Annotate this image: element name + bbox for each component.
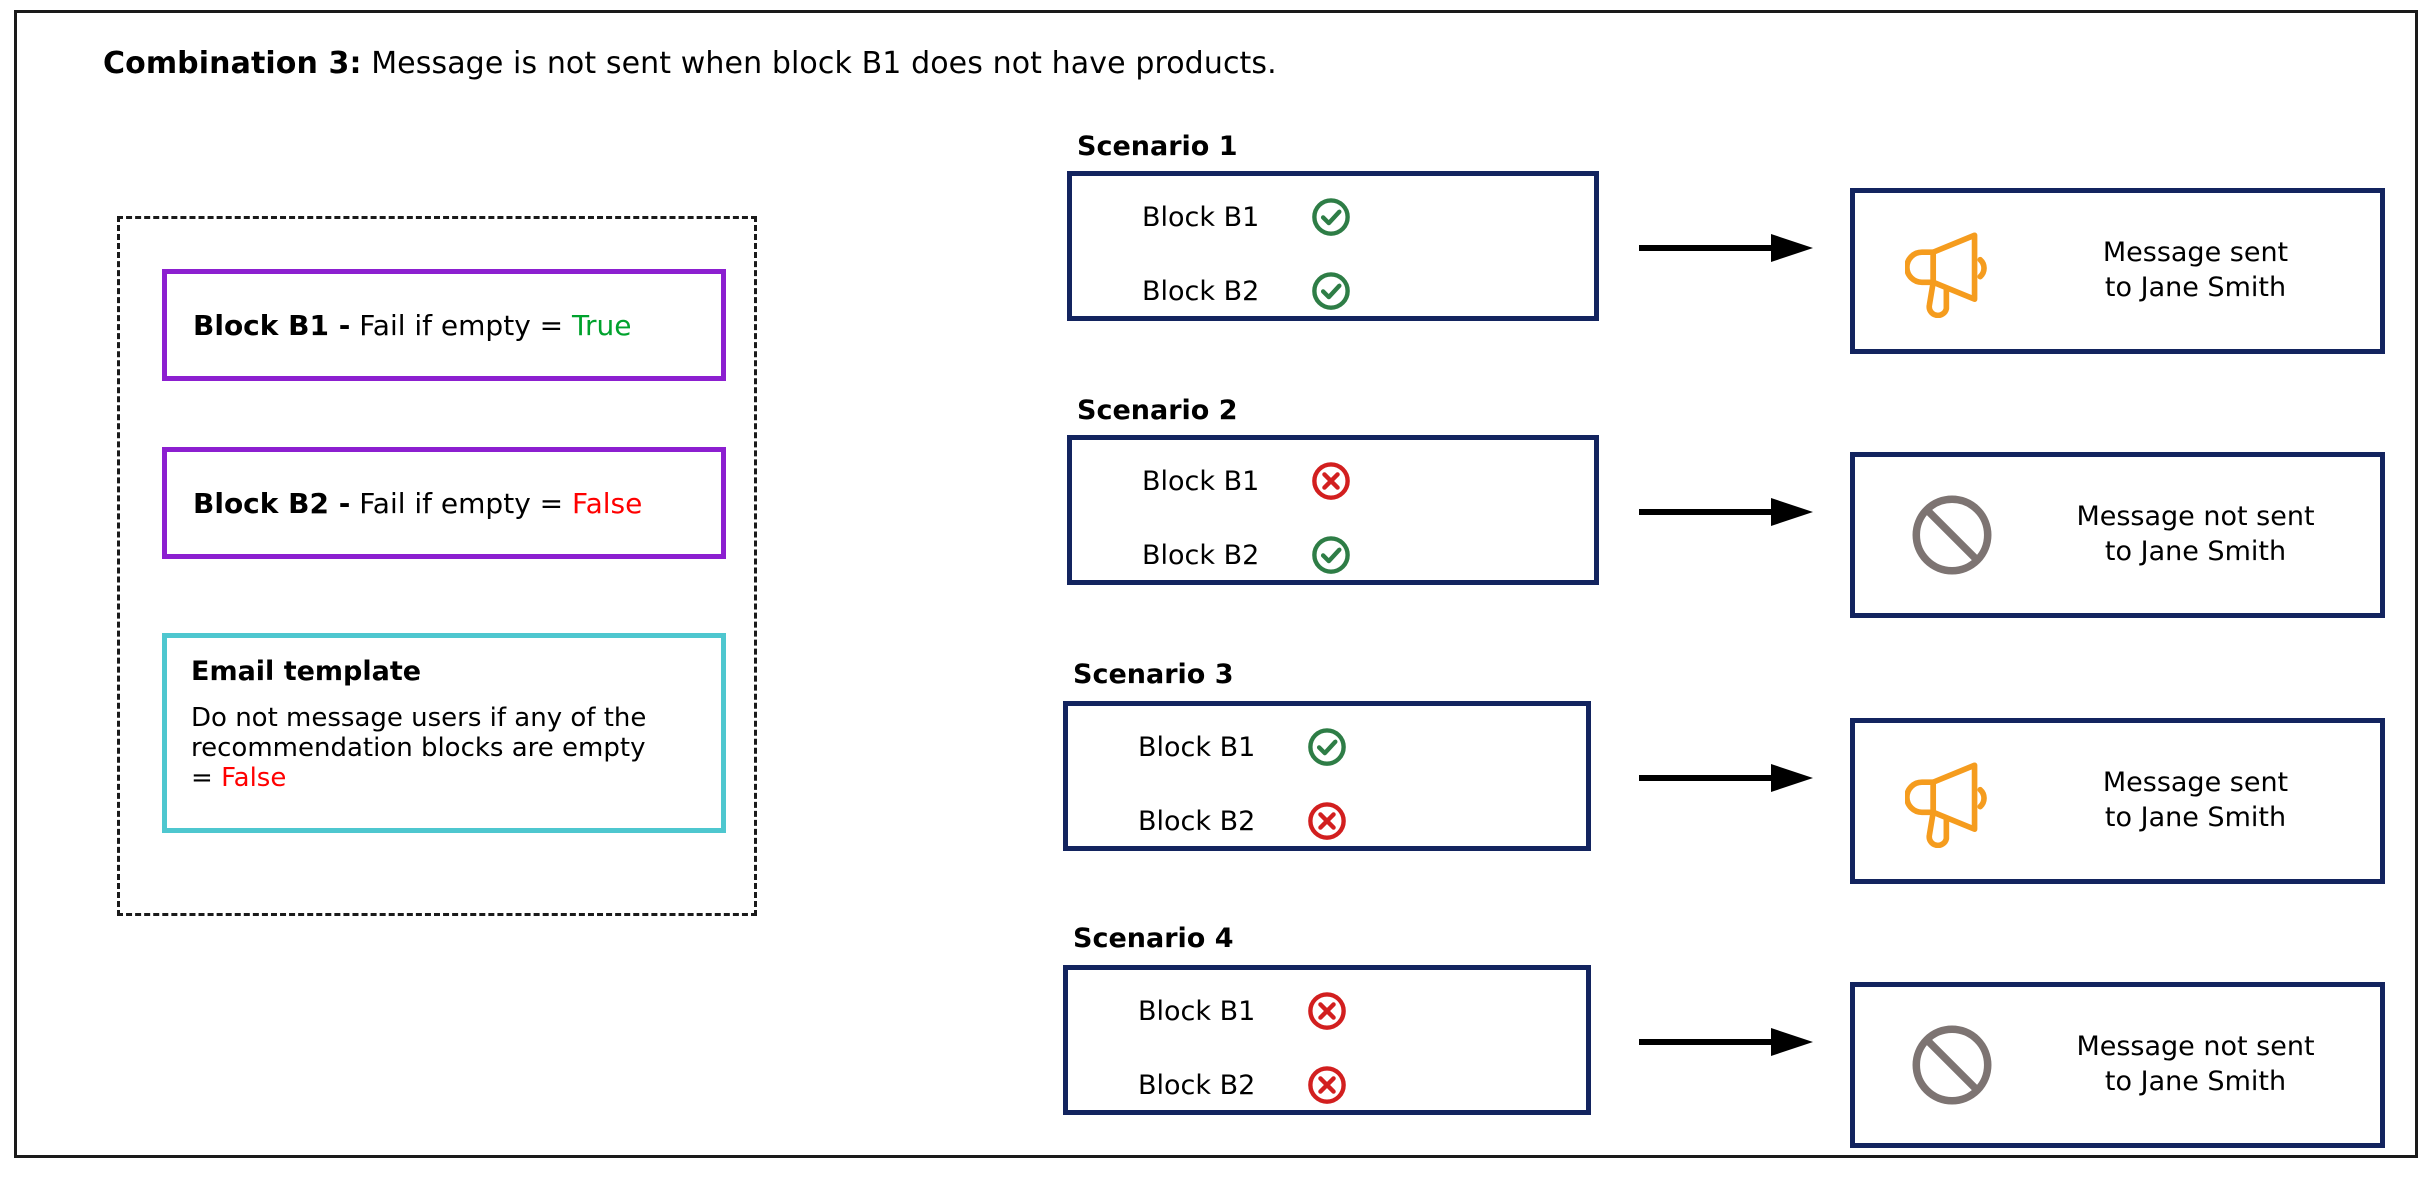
scenario-1-row-b2: Block B2 xyxy=(1142,270,1352,312)
scenario-box-2: Block B1 Block B2 xyxy=(1067,435,1599,585)
scenario-2-block-label-b1: Block B1 xyxy=(1142,465,1260,497)
scenario-4-block-label-b2: Block B2 xyxy=(1138,1069,1256,1101)
block-config-card-b1: Block B1 - Fail if empty = True xyxy=(162,269,726,381)
page-title: Combination 3: Message is not sent when … xyxy=(103,46,1277,81)
email-template-value: False xyxy=(221,763,287,794)
scenario-label-4: Scenario 4 xyxy=(1073,923,1234,954)
result-line2-3: to Jane Smith xyxy=(2104,802,2287,833)
scenario-label-3: Scenario 3 xyxy=(1073,659,1234,690)
block-config-setting-b1: Fail if empty = xyxy=(350,308,573,342)
block-config-value-b2: False xyxy=(572,486,643,520)
block-config-card-b2: Block B2 - Fail if empty = False xyxy=(162,447,726,559)
email-template-body-text: Do not message users if any of the recom… xyxy=(191,703,647,794)
arrow-right-icon xyxy=(1639,498,1813,526)
page-title-strong: Combination 3: xyxy=(103,46,362,81)
scenario-1-row-b1: Block B1 xyxy=(1142,196,1352,238)
scenario-box-1: Block B1 Block B2 xyxy=(1067,171,1599,321)
scenario-3-row-b1: Block B1 xyxy=(1138,726,1348,768)
cross-circle-icon xyxy=(1308,802,1346,840)
check-circle-icon xyxy=(1308,728,1346,766)
scenario-3-block-label-b2: Block B2 xyxy=(1138,805,1256,837)
page-title-rest: Message is not sent when block B1 does n… xyxy=(361,46,1277,81)
check-circle-icon xyxy=(1312,272,1350,310)
result-text-4: Message not sent to Jane Smith xyxy=(2035,1030,2380,1099)
block-config-name-b1: Block B1 - xyxy=(193,308,351,342)
result-line2-2: to Jane Smith xyxy=(2104,536,2287,567)
email-template-body: Do not message users if any of the recom… xyxy=(191,703,661,793)
result-text-2: Message not sent to Jane Smith xyxy=(2035,500,2380,569)
result-line1-2: Message not sent xyxy=(2076,501,2315,533)
result-line2-4: to Jane Smith xyxy=(2104,1066,2287,1097)
arrow-right-icon xyxy=(1639,1028,1813,1056)
megaphone-icon xyxy=(1905,762,1987,848)
result-box-3: Message sent to Jane Smith xyxy=(1850,718,2385,884)
block-config-name-b2: Block B2 - xyxy=(193,486,351,520)
scenario-4-row-b2: Block B2 xyxy=(1138,1064,1348,1106)
scenario-2-row-b1: Block B1 xyxy=(1142,460,1352,502)
scenario-box-3: Block B1 Block B2 xyxy=(1063,701,1591,851)
result-text-1: Message sent to Jane Smith xyxy=(2035,236,2380,305)
cross-circle-icon xyxy=(1312,462,1350,500)
email-template-card: Email template Do not message users if a… xyxy=(162,633,726,833)
result-line2-1: to Jane Smith xyxy=(2104,272,2287,303)
check-circle-icon xyxy=(1312,198,1350,236)
ban-icon xyxy=(1912,495,1992,575)
result-text-3: Message sent to Jane Smith xyxy=(2035,766,2380,835)
scenario-box-4: Block B1 Block B2 xyxy=(1063,965,1591,1115)
result-box-2: Message not sent to Jane Smith xyxy=(1850,452,2385,618)
arrow-right-icon xyxy=(1639,234,1813,262)
result-line1-1: Message sent xyxy=(2102,237,2289,269)
result-box-4: Message not sent to Jane Smith xyxy=(1850,982,2385,1148)
scenario-2-row-b2: Block B2 xyxy=(1142,534,1352,576)
block-config-setting-b2: Fail if empty = xyxy=(350,486,573,520)
block-config-text-b2: Block B2 - Fail if empty = False xyxy=(193,487,642,520)
scenario-1-block-label-b2: Block B2 xyxy=(1142,275,1260,307)
megaphone-icon xyxy=(1905,232,1987,318)
block-config-text-b1: Block B1 - Fail if empty = True xyxy=(193,309,632,342)
scenario-4-block-label-b1: Block B1 xyxy=(1138,995,1256,1027)
scenario-3-block-label-b1: Block B1 xyxy=(1138,731,1256,763)
scenario-4-row-b1: Block B1 xyxy=(1138,990,1348,1032)
scenario-label-2: Scenario 2 xyxy=(1077,395,1238,426)
scenario-2-block-label-b2: Block B2 xyxy=(1142,539,1260,571)
arrow-right-icon xyxy=(1639,764,1813,792)
cross-circle-icon xyxy=(1308,1066,1346,1104)
result-line1-3: Message sent xyxy=(2102,767,2289,799)
email-template-title: Email template xyxy=(191,656,422,687)
diagram-frame: Combination 3: Message is not sent when … xyxy=(14,10,2418,1158)
block-config-value-b1: True xyxy=(572,308,632,342)
scenario-3-row-b2: Block B2 xyxy=(1138,800,1348,842)
scenario-1-block-label-b1: Block B1 xyxy=(1142,201,1260,233)
cross-circle-icon xyxy=(1308,992,1346,1030)
ban-icon xyxy=(1912,1025,1992,1105)
result-line1-4: Message not sent xyxy=(2076,1031,2315,1063)
scenario-label-1: Scenario 1 xyxy=(1077,131,1238,162)
config-panel: Block B1 - Fail if empty = True Block B2… xyxy=(117,216,757,916)
check-circle-icon xyxy=(1312,536,1350,574)
result-box-1: Message sent to Jane Smith xyxy=(1850,188,2385,354)
